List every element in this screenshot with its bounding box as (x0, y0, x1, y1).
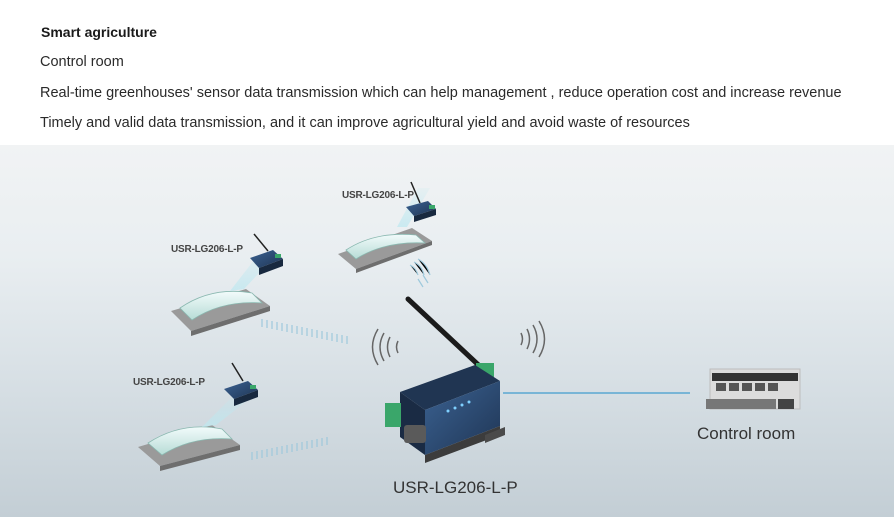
network-diagram: USR-LG206-L-P USR-LG206-L-P USR-LG206-L-… (0, 145, 894, 517)
main-gateway-device (385, 296, 505, 463)
gateway-radio-waves (371, 320, 546, 366)
control-room-label: Control room (697, 424, 796, 443)
node-label-bottom: USR-LG206-L-P (133, 377, 205, 388)
section-title: Smart agriculture (41, 24, 157, 40)
signal-middle (261, 319, 348, 344)
greenhouse-middle (171, 255, 276, 336)
intro-line-1: Control room (40, 54, 124, 70)
signal-bottom (251, 437, 328, 460)
intro-line-3: Timely and valid data transmission, and … (40, 115, 690, 131)
diagram-graphics (138, 181, 801, 471)
node-label-top: USR-LG206-L-P (342, 190, 414, 201)
intro-text-block: Smart agriculture Control room Real-time… (0, 0, 894, 145)
sensor-node-top (406, 181, 436, 222)
sensor-node-middle (250, 233, 283, 275)
intro-line-2: Real-time greenhouses' sensor data trans… (40, 85, 842, 101)
sensor-node-bottom (224, 362, 258, 406)
control-room-building (706, 368, 801, 410)
main-device-label: USR-LG206-L-P (393, 478, 518, 497)
signal-top (409, 258, 431, 288)
greenhouse-bottom (138, 397, 252, 471)
signal-waves (251, 258, 431, 460)
node-label-middle: USR-LG206-L-P (171, 244, 243, 255)
